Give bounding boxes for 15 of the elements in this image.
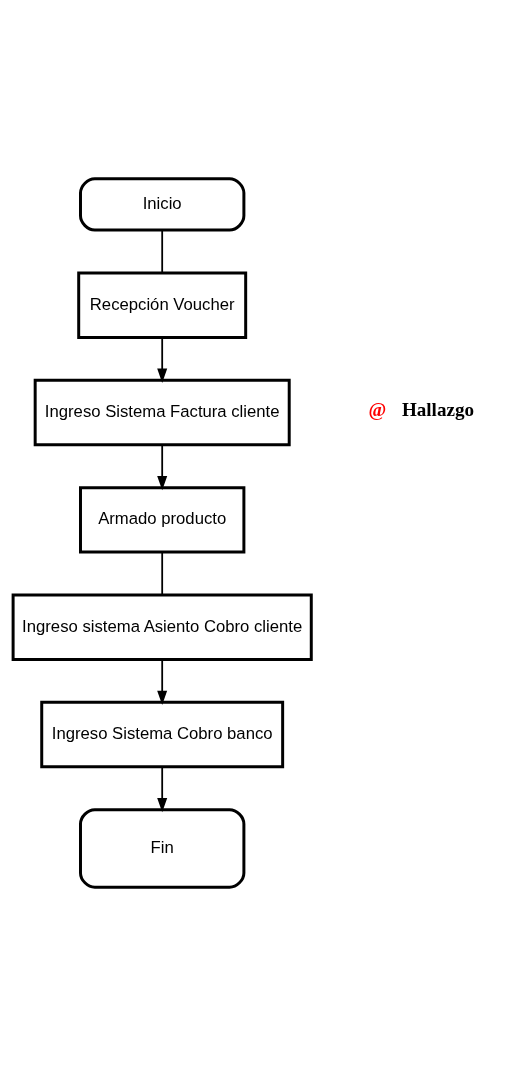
node-box: Ingreso Sistema Factura cliente: [33, 378, 291, 446]
node-box: Fin: [79, 807, 246, 889]
node-box: Armado producto: [79, 485, 246, 554]
node-box: Ingreso sistema Asiento Cobro cliente: [11, 593, 313, 661]
node-box: Recepción Voucher: [77, 271, 248, 339]
node-box: Ingreso Sistema Cobro banco: [40, 700, 285, 768]
label: @: [368, 398, 387, 420]
arrow: [157, 443, 168, 490]
arrow: [157, 336, 168, 383]
connector: [161, 229, 164, 274]
arrow: [157, 765, 168, 812]
node-box: Inicio: [79, 176, 246, 232]
connector: [161, 551, 164, 596]
label: Hallazgo: [401, 398, 474, 420]
arrow: [157, 658, 168, 705]
